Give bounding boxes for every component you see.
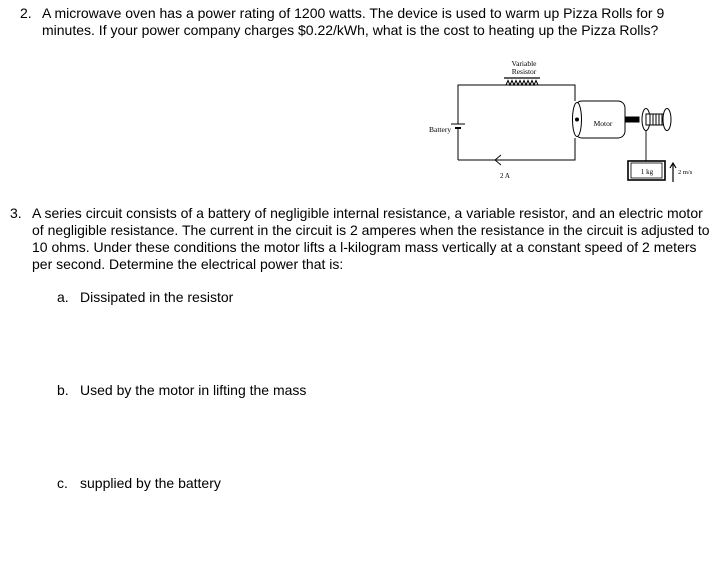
mass-label: 1 kg [641, 168, 654, 176]
question-3-part-a: a. Dissipated in the resistor [57, 289, 233, 306]
part-letter: c. [57, 475, 68, 491]
motor-label: Motor [594, 119, 613, 128]
part-text: Used by the motor in lifting the mass [80, 382, 307, 398]
question-2-number: 2. [20, 5, 32, 21]
motor-icon [572, 100, 640, 139]
circuit-diagram: Variable Resistor Battery 2 A Motor [429, 59, 693, 182]
mass-block-icon [627, 160, 666, 181]
circuit-wire-bottom [458, 138, 576, 161]
part-text: supplied by the battery [80, 475, 221, 491]
circuit-wire-top [457, 84, 576, 118]
variable-resistor-icon [504, 77, 540, 87]
pulley-icon [641, 108, 672, 131]
question-2-text: A microwave oven has a power rating of 1… [42, 5, 665, 38]
battery-icon [451, 118, 465, 160]
current-arrow-icon [494, 154, 515, 166]
current-label: 2 A [500, 172, 510, 180]
resistor-label-line2: Resistor [512, 67, 537, 76]
resistor-label-line1: Variable [512, 59, 538, 68]
question-2: 2. A microwave oven has a power rating o… [20, 5, 720, 39]
question-3-text: A series circuit consists of a battery o… [32, 205, 710, 272]
battery-label: Battery [429, 125, 451, 134]
speed-label: 2 m/s [678, 169, 693, 176]
question-3-part-c: c. supplied by the battery [57, 475, 221, 492]
question-3-number: 3. [10, 205, 22, 221]
part-letter: a. [57, 289, 69, 305]
question-3: 3. A series circuit consists of a batter… [10, 205, 710, 273]
question-3-part-b: b. Used by the motor in lifting the mass [57, 382, 306, 399]
velocity-arrow-icon [669, 161, 677, 182]
part-letter: b. [57, 382, 69, 398]
part-text: Dissipated in the resistor [80, 289, 234, 305]
